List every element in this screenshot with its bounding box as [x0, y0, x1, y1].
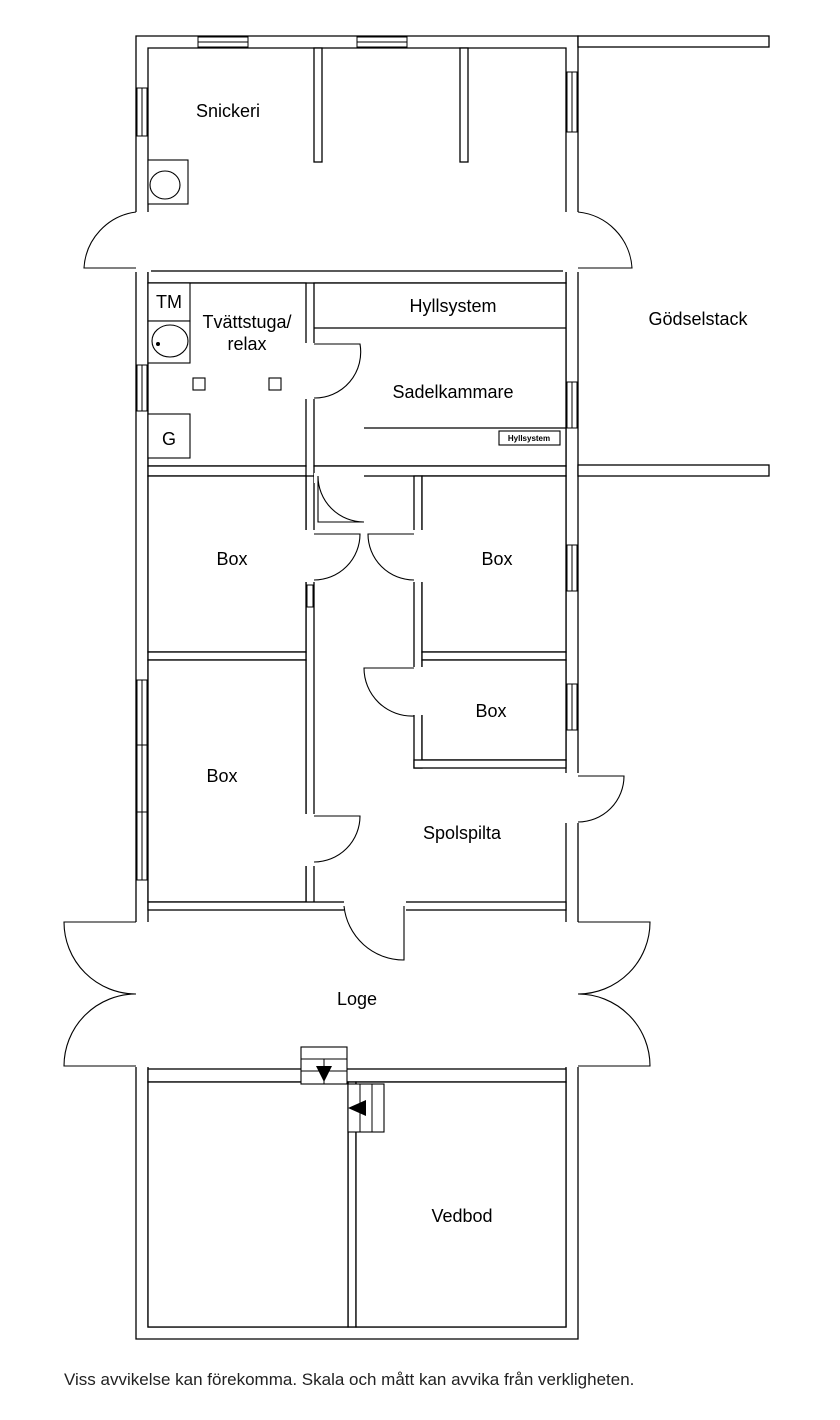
room-label-box-3: Box — [475, 701, 506, 721]
disclaimer-text: Viss avvikelse kan förekomma. Skala och … — [64, 1370, 635, 1389]
room-label-loge: Loge — [337, 989, 377, 1009]
windows — [136, 36, 578, 881]
label-hyllsystem-small: Hyllsystem — [508, 434, 550, 443]
stairs — [300, 1046, 385, 1133]
door-openings — [133, 212, 581, 1067]
fixture-label-tm: TM — [156, 292, 182, 312]
room-label-godselstack: Gödselstack — [648, 309, 748, 329]
room-label-box-4: Box — [206, 766, 237, 786]
room-labels: Snickeri Tvättstuga/ relax Hyllsystem Sa… — [156, 101, 749, 1226]
room-label-spolspilta: Spolspilta — [423, 823, 502, 843]
door-swings — [63, 211, 651, 1067]
room-label-vedbod: Vedbod — [431, 1206, 492, 1226]
room-label-tvattstuga-line1: Tvättstuga/ — [202, 312, 291, 332]
room-label-tvattstuga-line2: relax — [227, 334, 266, 354]
fixture-label-g: G — [162, 429, 176, 449]
room-label-hyllsystem: Hyllsystem — [409, 296, 496, 316]
room-label-snickeri: Snickeri — [196, 101, 260, 121]
fixtures — [147, 159, 561, 459]
room-label-box-1: Box — [216, 549, 247, 569]
interior-walls — [147, 47, 567, 1328]
room-label-box-2: Box — [481, 549, 512, 569]
room-label-sadelkammare: Sadelkammare — [392, 382, 513, 402]
